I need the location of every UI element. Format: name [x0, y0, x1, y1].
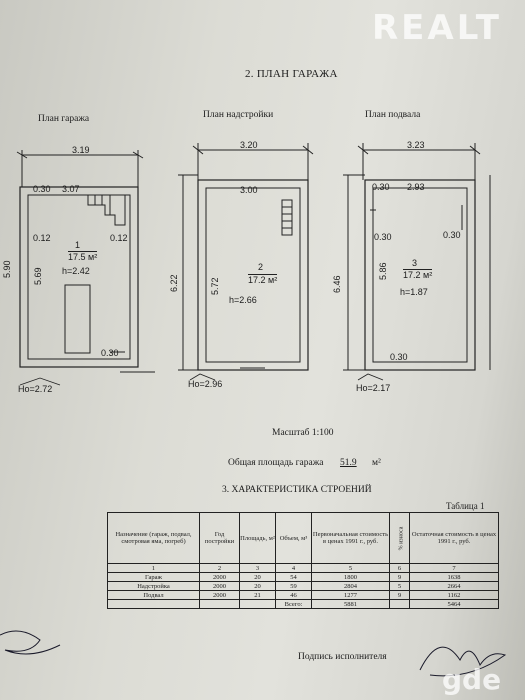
table-cell: 2664 [409, 581, 499, 591]
room-number: 2 [258, 262, 264, 272]
table-cell: 1638 [409, 572, 499, 582]
table-cell: 5 [311, 563, 390, 573]
room-height: h=2.42 [62, 266, 90, 276]
table-cell: 2000 [199, 572, 240, 582]
total-area-unit: м² [372, 458, 381, 468]
table-row: Подвал 2000 21 46 1277 9 1162 [107, 590, 499, 600]
table-cell [389, 599, 410, 609]
section-title-characteristics: 3. ХАРАКТЕРИСТИКА СТРОЕНИЙ [222, 485, 372, 495]
table-cell: 3 [239, 563, 276, 573]
table-row: Надстройка 2000 20 59 2804 5 2664 [107, 581, 499, 591]
table-total-residual: 5464 [409, 599, 499, 609]
table-total-row: Всего: 5881 5464 [107, 599, 499, 609]
table-cell [199, 599, 240, 609]
table-cell [107, 599, 200, 609]
plan-dim: 5.72 [210, 277, 220, 295]
plan-left-dim: 6.22 [169, 274, 179, 292]
scale-label: Масштаб 1:100 [272, 428, 334, 438]
signature-label: Подпись исполнителя [298, 652, 387, 662]
table-cell: 2000 [199, 581, 240, 591]
table-cell: 4 [275, 563, 312, 573]
table-cell: 46 [275, 590, 312, 600]
table-label: Таблица 1 [446, 501, 485, 511]
table-cell: 5 [389, 581, 410, 591]
plan-dim: 5.69 [33, 267, 43, 285]
plan-dim: 0.30 [372, 182, 390, 192]
plan-dim: 0.12 [33, 233, 51, 243]
table-cell: 2 [199, 563, 240, 573]
table-cell [239, 599, 276, 609]
table-header-cell: Площадь, м² [239, 512, 276, 564]
plan-dim: 0.12 [110, 233, 128, 243]
ho-mark: Ho=2.17 [356, 383, 391, 393]
gde-watermark-logo: gde [442, 663, 502, 696]
plan-dim: 0.30 [374, 232, 392, 242]
room-height: h=2.66 [229, 295, 257, 305]
table-header-rotated: % износа [398, 526, 405, 551]
plan-dim: 2.93 [407, 182, 425, 192]
room-number: 1 [75, 240, 81, 250]
table-cell: 1162 [409, 590, 499, 600]
plan-dim: 0.30 [390, 352, 408, 362]
table-cell: 1277 [311, 590, 390, 600]
table-header-cell: Остаточная стоимость в ценах 1991 г., ру… [409, 512, 499, 564]
plan-title-basement: План подвала [365, 110, 421, 120]
table-row: Гараж 2000 20 54 1800 9 1638 [107, 572, 499, 582]
table-cell: 1800 [311, 572, 390, 582]
table-cell: 20 [239, 581, 276, 591]
table-header-row: Назначение (гараж, подвал, смотровая яма… [107, 512, 499, 564]
ho-mark: Ho=2.72 [18, 384, 53, 394]
total-area-label: Общая площадь гаража [228, 458, 324, 468]
table-cell: 59 [275, 581, 312, 591]
plan-title-garage: План гаража [38, 114, 90, 124]
plan-left-dim: 6.46 [332, 275, 342, 293]
plan-dim: 0.30 [101, 348, 119, 358]
table-total-initial: 5881 [311, 599, 390, 609]
room-height: h=1.87 [400, 287, 428, 297]
section-title-plan: 2. ПЛАН ГАРАЖА [245, 68, 338, 80]
table-cell: 1 [107, 563, 200, 573]
table-cell: 2000 [199, 590, 240, 600]
table-cell: 2804 [311, 581, 390, 591]
table-cell: 20 [239, 572, 276, 582]
plan-width-basement: 3.23 [407, 140, 425, 150]
table-cell: 9 [389, 590, 410, 600]
room-area: 17.5 м² [68, 251, 98, 262]
table-cell: 7 [409, 563, 499, 573]
table-cell: 54 [275, 572, 312, 582]
table-number-row: 1 2 3 4 5 6 7 [107, 563, 499, 573]
room-area: 17.2 м² [248, 274, 278, 285]
room-area: 17.2 м² [403, 269, 433, 280]
table-header-cell: Назначение (гараж, подвал, смотровая яма… [107, 512, 200, 564]
plan-dim: 0.30 [443, 230, 461, 240]
room-number: 3 [412, 258, 418, 268]
table-cell: Гараж [107, 572, 200, 582]
plan-dim: 0.30 [33, 184, 51, 194]
table-cell: 21 [239, 590, 276, 600]
table-header-cell: Первоначальная стоимость в ценах 1991 г.… [311, 512, 390, 564]
plan-dim: 5.86 [378, 262, 388, 280]
table-cell: 9 [389, 572, 410, 582]
realt-watermark-logo: REALT [372, 8, 502, 48]
table-header-cell: Объем, м³ [275, 512, 312, 564]
plan-dim: 3.07 [62, 184, 80, 194]
plan-width-upper: 3.20 [240, 140, 258, 150]
table-cell: Подвал [107, 590, 200, 600]
table-cell: 6 [389, 563, 410, 573]
plan-left-dim: 5.90 [2, 260, 12, 278]
table-cell: Надстройка [107, 581, 200, 591]
total-area-value: 51.9 [340, 458, 357, 468]
table-header-cell: % износа [389, 512, 410, 564]
ho-mark: Ho=2.96 [188, 379, 223, 389]
plan-width-garage: 3.19 [72, 145, 90, 155]
table-total-label: Всего: [275, 599, 312, 609]
table-header-cell: Год постройки [199, 512, 240, 564]
plan-dim: 3.00 [240, 185, 258, 195]
plan-title-upper: План надстройки [203, 110, 274, 120]
characteristics-table: Назначение (гараж, подвал, смотровая яма… [107, 512, 499, 609]
